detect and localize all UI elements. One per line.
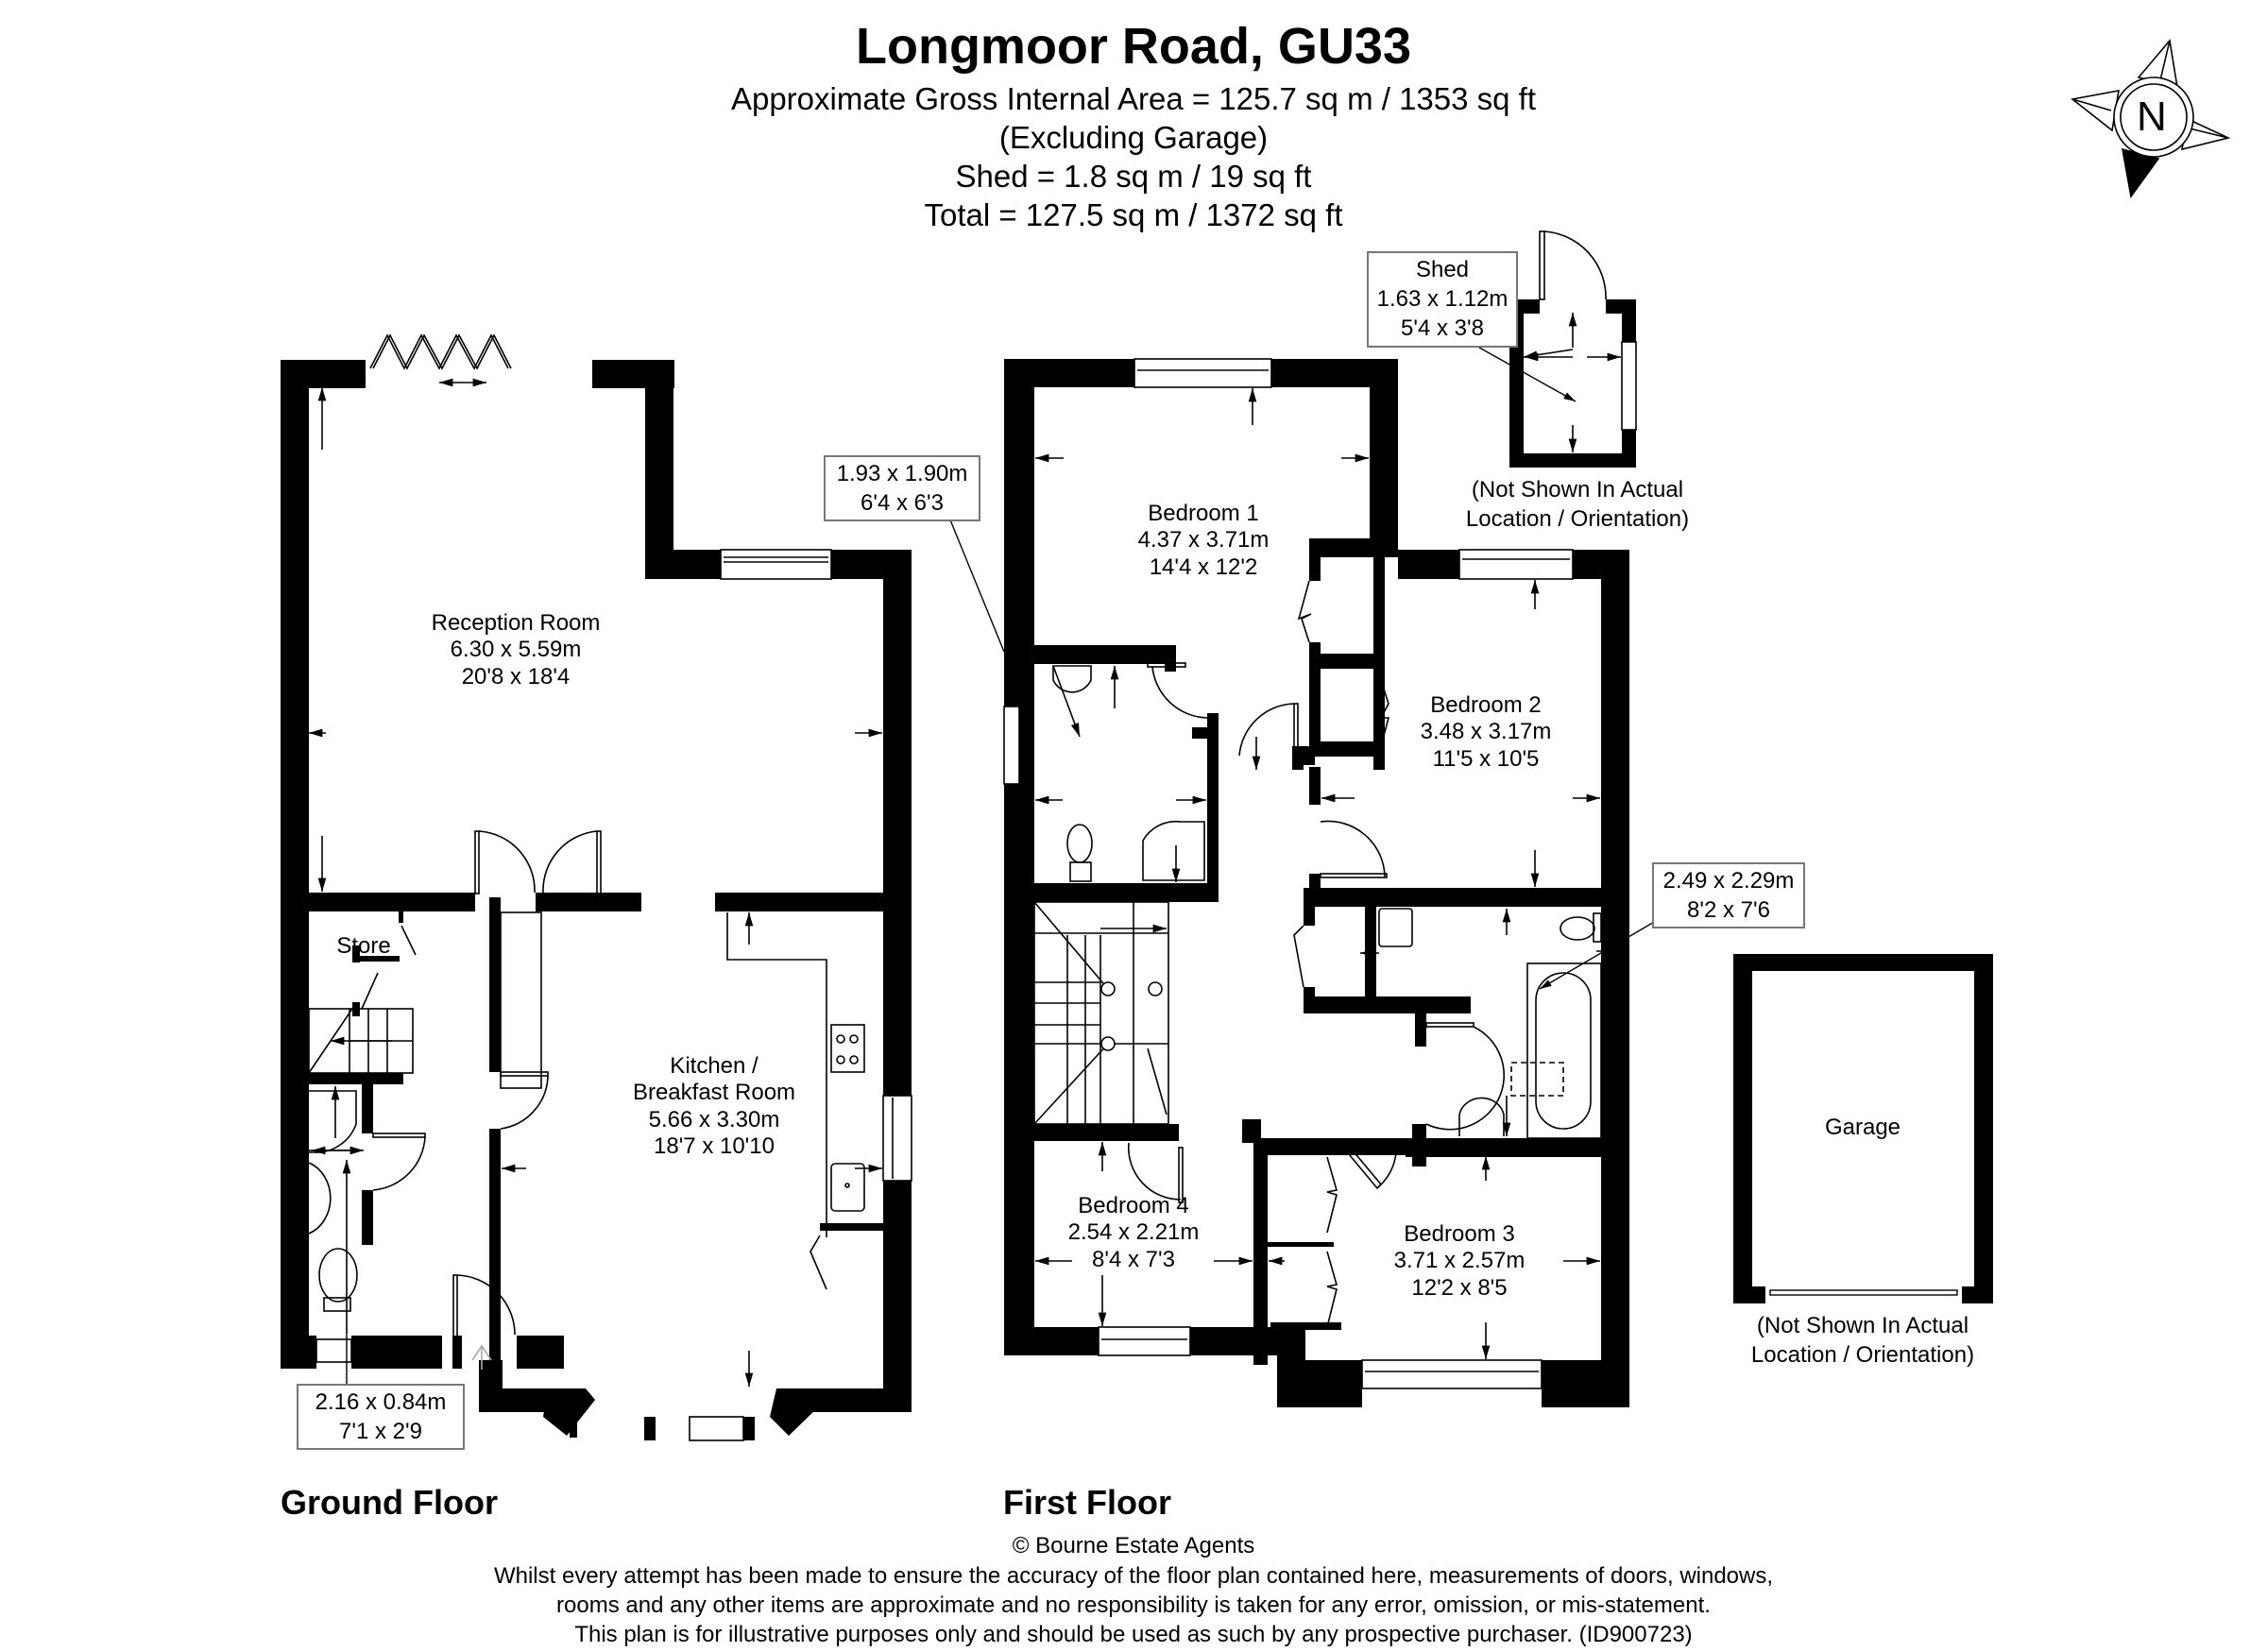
callout-shed: Shed 1.63 x 1.12m 5'4 x 3'8	[1367, 251, 1518, 348]
shed-imperial: 5'4 x 3'8	[1401, 315, 1484, 342]
gia-note: (Excluding Garage)	[998, 120, 1269, 155]
room-reception: Reception Room 6.30 x 5.59m 20'8 x 18'4	[432, 610, 601, 690]
disclaimer-line-1: Whilst every attempt has been made to en…	[493, 1563, 1774, 1589]
callout-imperial: 6'4 x 6'3	[861, 490, 944, 517]
room-garage: Garage	[1825, 1115, 1901, 1141]
room-imperial: 14'4 x 12'2	[1149, 554, 1258, 580]
room-name: Bedroom 2	[1430, 692, 1542, 718]
garage-location-note: (Not Shown In Actual Location / Orientat…	[1751, 1311, 1974, 1370]
disclaimer-line-2: rooms and any other items are approximat…	[556, 1592, 1711, 1618]
room-name: Garage	[1824, 1115, 1901, 1140]
compass-north-label: N	[2137, 94, 2167, 140]
room-name: Kitchen /	[670, 1053, 759, 1079]
room-bedroom-4: Bedroom 4 2.54 x 2.21m 8'4 x 7'3	[1068, 1193, 1200, 1273]
room-metric: 6.30 x 5.59m	[450, 637, 582, 663]
shed-area: Shed = 1.8 sq m / 19 sq ft	[955, 159, 1312, 194]
ground-floor-label: Ground Floor	[281, 1483, 498, 1522]
garage-door	[1769, 1289, 1958, 1296]
shed-metric: 1.63 x 1.12m	[1376, 286, 1508, 313]
room-imperial: 12'2 x 8'5	[1411, 1274, 1508, 1301]
note-line-2: Location / Orientation)	[1750, 1342, 1975, 1369]
room-metric: 4.37 x 3.71m	[1137, 527, 1270, 554]
gross-internal-area: Approximate Gross Internal Area = 125.7 …	[730, 81, 1537, 116]
copyright: © Bourne Estate Agents	[1012, 1533, 1255, 1558]
room-bedroom-2: Bedroom 2 3.48 x 3.17m 11'5 x 10'5	[1421, 692, 1552, 773]
ground-floor-lines	[301, 333, 912, 1441]
first-floor-lines	[1003, 358, 1625, 1389]
room-store: Store	[336, 933, 390, 960]
callout-metric: 2.49 x 2.29m	[1662, 868, 1795, 894]
shed-lines	[1523, 230, 1637, 452]
room-name: Store	[336, 933, 391, 959]
callout-metric: 1.93 x 1.90m	[836, 461, 968, 486]
note-line-2: Location / Orientation)	[1465, 506, 1690, 533]
page-title: Longmoor Road, GU33	[855, 18, 1411, 75]
note-line-1: (Not Shown In Actual	[1756, 1313, 1969, 1338]
room-metric: 3.71 x 2.57m	[1393, 1248, 1526, 1274]
callout-imperial: 8'2 x 7'6	[1687, 897, 1770, 924]
room-name: Reception Room	[431, 610, 601, 636]
room-bedroom-3: Bedroom 3 3.71 x 2.57m 12'2 x 8'5	[1394, 1221, 1526, 1302]
garage-walls	[1733, 954, 1993, 1303]
room-metric: 2.54 x 2.21m	[1067, 1219, 1200, 1246]
note-line-1: (Not Shown In Actual	[1471, 477, 1684, 502]
total-area: Total = 127.5 sq m / 1372 sq ft	[924, 197, 1343, 232]
first-floor-walls	[1004, 359, 1629, 1407]
callout-metric: 2.16 x 0.84m	[315, 1389, 447, 1415]
room-metric: 3.48 x 3.17m	[1420, 719, 1552, 745]
room-name: Bedroom 4	[1078, 1193, 1189, 1218]
callout-ensuite: 1.93 x 1.90m 6'4 x 6'3	[824, 455, 980, 522]
shed-name: Shed	[1415, 257, 1470, 282]
room-imperial: 11'5 x 10'5	[1432, 745, 1540, 772]
room-name: Bedroom 3	[1404, 1221, 1515, 1247]
room-imperial: 18'7 x 10'10	[654, 1133, 775, 1159]
room-imperial: 20'8 x 18'4	[461, 663, 571, 690]
shed-location-note: (Not Shown In Actual Location / Orientat…	[1466, 475, 1689, 534]
callout-cloakroom: 2.16 x 0.84m 7'1 x 2'9	[297, 1384, 465, 1451]
ground-floor-walls	[281, 360, 912, 1440]
callout-imperial: 7'1 x 2'9	[339, 1419, 422, 1445]
room-metric: 5.66 x 3.30m	[648, 1106, 780, 1133]
room-kitchen: Kitchen / Breakfast Room 5.66 x 3.30m 18…	[633, 1053, 795, 1160]
callout-bathroom: 2.49 x 2.29m 8'2 x 7'6	[1652, 862, 1805, 929]
north-compass-icon	[2071, 39, 2231, 198]
room-bedroom-1: Bedroom 1 4.37 x 3.71m 14'4 x 12'2	[1138, 501, 1270, 581]
disclaimer-line-3: This plan is for illustrative purposes o…	[574, 1622, 1693, 1647]
first-floor-label: First Floor	[1003, 1483, 1171, 1522]
room-name: Bedroom 1	[1148, 501, 1259, 526]
room-imperial: 8'4 x 7'3	[1092, 1246, 1175, 1272]
room-name-line2: Breakfast Room	[632, 1080, 796, 1106]
